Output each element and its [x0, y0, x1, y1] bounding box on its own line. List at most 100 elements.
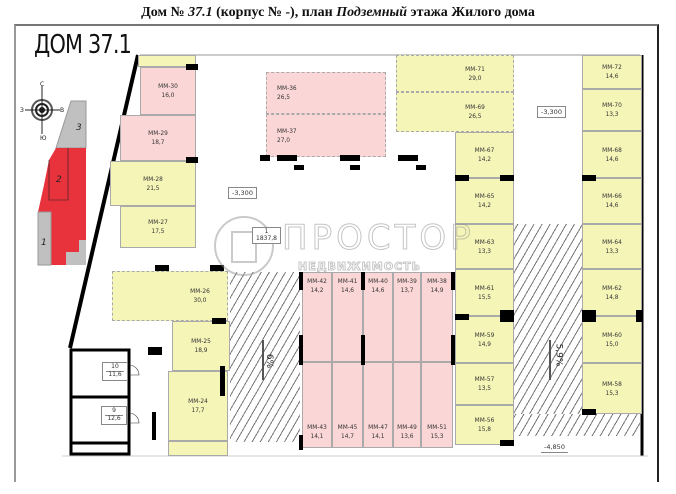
column — [455, 175, 469, 181]
level-marker-bottom: -4,850 — [541, 442, 568, 453]
ramp-slope-right-label: 5,9% — [553, 343, 564, 367]
column — [277, 155, 297, 161]
column — [212, 318, 226, 324]
column — [155, 265, 169, 271]
column — [416, 165, 426, 170]
column — [294, 165, 304, 170]
column — [186, 157, 198, 163]
title-mid: (корпус № -), план — [212, 5, 337, 20]
level-marker-top: -3,300 — [537, 106, 566, 118]
column — [148, 347, 162, 355]
ramp-slope-right — [549, 340, 551, 380]
building-sections-map: 3 2 1 — [37, 100, 87, 266]
ramp-left-hatch — [230, 272, 300, 442]
column — [582, 409, 596, 415]
column — [299, 435, 303, 450]
column — [582, 310, 596, 322]
column — [455, 314, 469, 320]
svg-text:З: З — [20, 107, 24, 114]
column — [582, 175, 596, 181]
ramp-slope-left — [262, 340, 264, 380]
plan-frame — [14, 24, 659, 482]
compass-icon: С Ю З В — [20, 81, 64, 140]
title-floor: Подземный — [336, 5, 408, 20]
column — [398, 155, 418, 161]
svg-text:С: С — [40, 81, 44, 88]
column — [350, 165, 360, 170]
watermark-brand: ПРОСТОР — [282, 218, 475, 259]
page-title: Дом № 37.1 (корпус № -), план Подземный … — [0, 5, 676, 21]
level-marker-center: -3,300 — [228, 187, 257, 199]
column — [152, 412, 156, 440]
column — [500, 310, 514, 322]
title-prefix: Дом № — [141, 5, 189, 20]
title-house-number: 37.1 — [188, 5, 213, 20]
ramp-slope-left-label: 6% — [264, 353, 275, 369]
house-label: ДОМ 37.1 — [34, 30, 132, 60]
column — [340, 155, 360, 161]
column — [500, 440, 514, 446]
column — [220, 366, 225, 396]
column — [636, 310, 642, 322]
column — [299, 272, 303, 290]
column — [260, 155, 270, 161]
column — [361, 335, 365, 365]
column — [361, 272, 365, 290]
column — [186, 64, 198, 70]
parking-space-bottom-strip — [168, 441, 228, 456]
section-3-label: 3 — [76, 123, 82, 133]
section-1-label: 1 — [41, 238, 47, 248]
column — [451, 272, 455, 290]
column — [210, 265, 224, 271]
section-2-label: 2 — [56, 175, 62, 185]
column — [299, 335, 303, 365]
parking-space-top-left-strip — [138, 55, 196, 67]
title-suffix: этажа Жилого дома — [407, 5, 535, 20]
svg-text:Ю: Ю — [40, 135, 47, 140]
svg-text:В: В — [60, 107, 64, 114]
watermark-logo-icon — [214, 216, 274, 276]
column — [451, 335, 455, 365]
watermark-sub: НЕДВИЖИМОСТЬ — [297, 260, 422, 274]
